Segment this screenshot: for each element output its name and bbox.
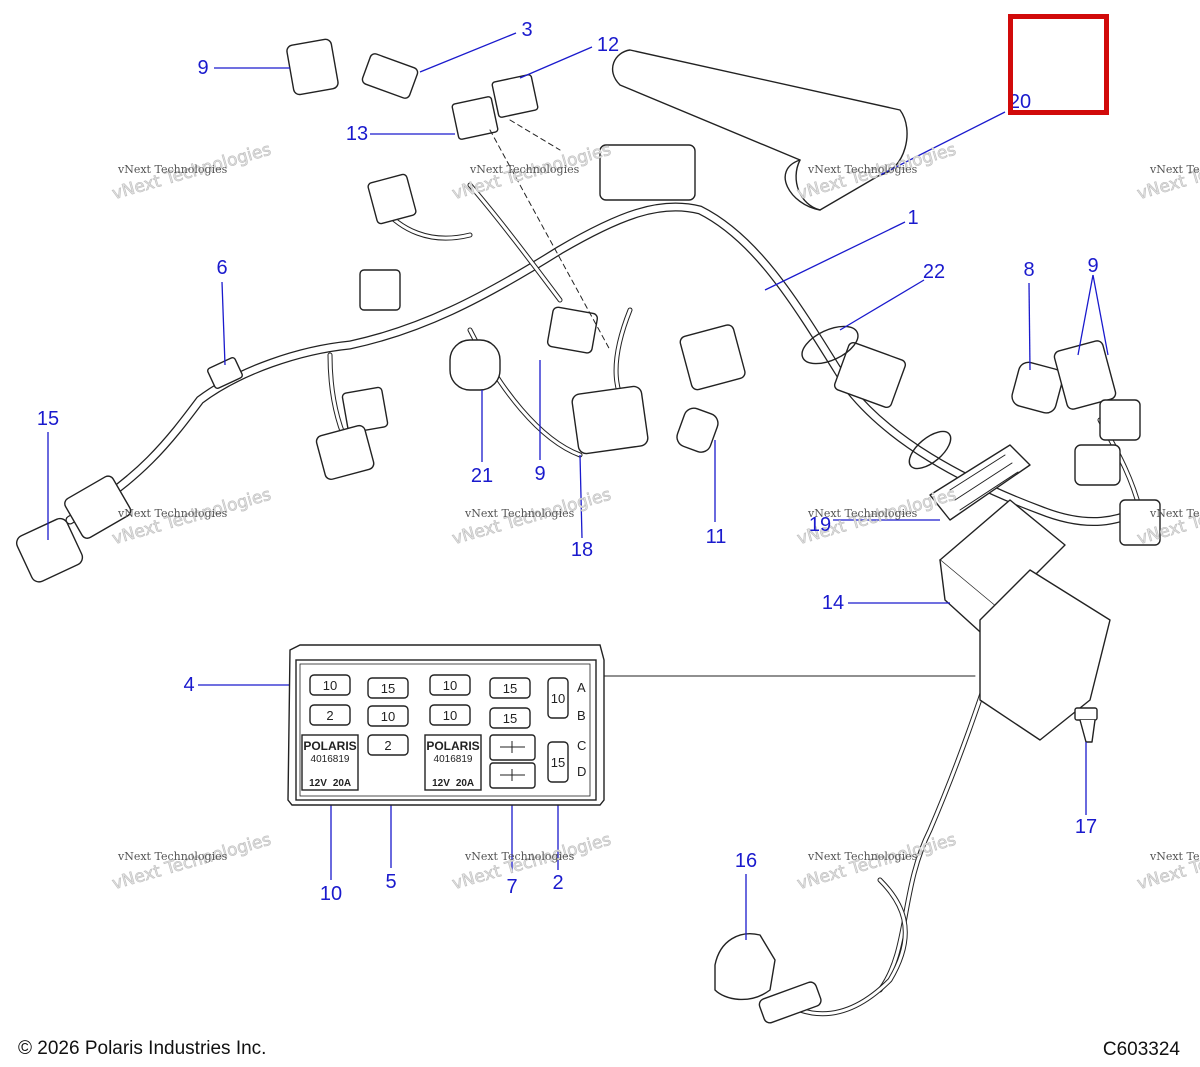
watermark-small: vNext Technologies bbox=[470, 163, 580, 176]
watermark-small: vNext Technologies bbox=[1150, 163, 1200, 176]
watermark-small: vNext Technologies bbox=[118, 507, 228, 520]
callout-20[interactable]: 20 bbox=[1008, 91, 1032, 113]
slot-letter-b: B bbox=[577, 708, 586, 723]
callout-14[interactable]: 14 bbox=[821, 592, 845, 614]
relay2-voltage: 12V bbox=[432, 778, 450, 789]
relay1-amps: 20A bbox=[333, 778, 351, 789]
relay1-brand: POLARIS bbox=[303, 739, 356, 753]
fuse-row2-4: 15 bbox=[503, 711, 517, 726]
slot-letter-c: C bbox=[577, 738, 586, 753]
callout-9-center[interactable]: 9 bbox=[534, 463, 546, 485]
callout-9-top-left[interactable]: 9 bbox=[197, 57, 209, 79]
callout-10[interactable]: 10 bbox=[319, 883, 343, 905]
callout-3[interactable]: 3 bbox=[521, 19, 533, 41]
callout-15[interactable]: 15 bbox=[36, 408, 60, 430]
fuse-row1-3: 10 bbox=[443, 678, 457, 693]
slot-letter-a: A bbox=[577, 680, 586, 695]
fuse-row2-3: 10 bbox=[443, 708, 457, 723]
callout-22[interactable]: 22 bbox=[922, 261, 946, 283]
relay1-voltage: 12V bbox=[309, 778, 327, 789]
fuse-panel: 10 15 10 15 2 10 10 15 2 10 15 A B C D P… bbox=[287, 644, 605, 806]
fuse-row1-4: 15 bbox=[503, 681, 517, 696]
callout-4[interactable]: 4 bbox=[183, 674, 195, 696]
fuse-row2-1: 2 bbox=[326, 708, 333, 723]
watermark-small: vNext Technologies bbox=[808, 163, 918, 176]
watermark-small: vNext Technologies bbox=[1150, 850, 1200, 863]
watermark-small: vNext Technologies bbox=[465, 507, 575, 520]
fuse-row2-2: 10 bbox=[381, 709, 395, 724]
callout-9-right[interactable]: 9 bbox=[1087, 255, 1099, 277]
callout-21[interactable]: 21 bbox=[470, 465, 494, 487]
watermark-small: vNext Technologies bbox=[118, 850, 228, 863]
watermark-small: vNext Technologies bbox=[808, 850, 918, 863]
callout-2[interactable]: 2 bbox=[552, 872, 564, 894]
callout-7[interactable]: 7 bbox=[506, 876, 518, 898]
callout-13[interactable]: 13 bbox=[345, 123, 369, 145]
callout-17[interactable]: 17 bbox=[1074, 816, 1098, 838]
bolt bbox=[1074, 707, 1098, 743]
callout-12[interactable]: 12 bbox=[596, 34, 620, 56]
label-decal bbox=[929, 444, 1031, 521]
callout-6[interactable]: 6 bbox=[216, 257, 228, 279]
fuse-row1-2: 15 bbox=[381, 681, 395, 696]
side-fuse-2: 15 bbox=[551, 755, 565, 770]
fuse-relay-module bbox=[939, 499, 1111, 741]
relay2-part: 4016819 bbox=[434, 754, 473, 765]
watermark-small: vNext Technologies bbox=[118, 163, 228, 176]
watermark-small: vNext Technologies bbox=[808, 507, 918, 520]
callout-5[interactable]: 5 bbox=[385, 871, 397, 893]
watermark-small: vNext Technologies bbox=[465, 850, 575, 863]
fuse-row3-1: 2 bbox=[384, 738, 391, 753]
callout-8[interactable]: 8 bbox=[1023, 259, 1035, 281]
callout-16[interactable]: 16 bbox=[734, 850, 758, 872]
figure-id: C603324 bbox=[1102, 1039, 1180, 1060]
copyright-text: © 2026 Polaris Industries Inc. bbox=[18, 1038, 267, 1059]
relay2-brand: POLARIS bbox=[426, 739, 479, 753]
harness-cover-sleeve bbox=[611, 49, 908, 211]
slot-letter-d: D bbox=[577, 764, 586, 779]
callout-11[interactable]: 11 bbox=[705, 526, 727, 548]
connectors bbox=[15, 38, 1161, 1024]
relay2-amps: 20A bbox=[456, 778, 474, 789]
relay1-part: 4016819 bbox=[311, 754, 350, 765]
watermark-small: vNext Technologies bbox=[1150, 507, 1200, 520]
side-fuse-1: 10 bbox=[551, 691, 565, 706]
callout-19[interactable]: 19 bbox=[808, 514, 832, 536]
highlight-box-callout-20 bbox=[1008, 14, 1109, 115]
fuse-row1-1: 10 bbox=[323, 678, 337, 693]
callout-1[interactable]: 1 bbox=[907, 207, 919, 229]
callout-18[interactable]: 18 bbox=[570, 539, 594, 561]
